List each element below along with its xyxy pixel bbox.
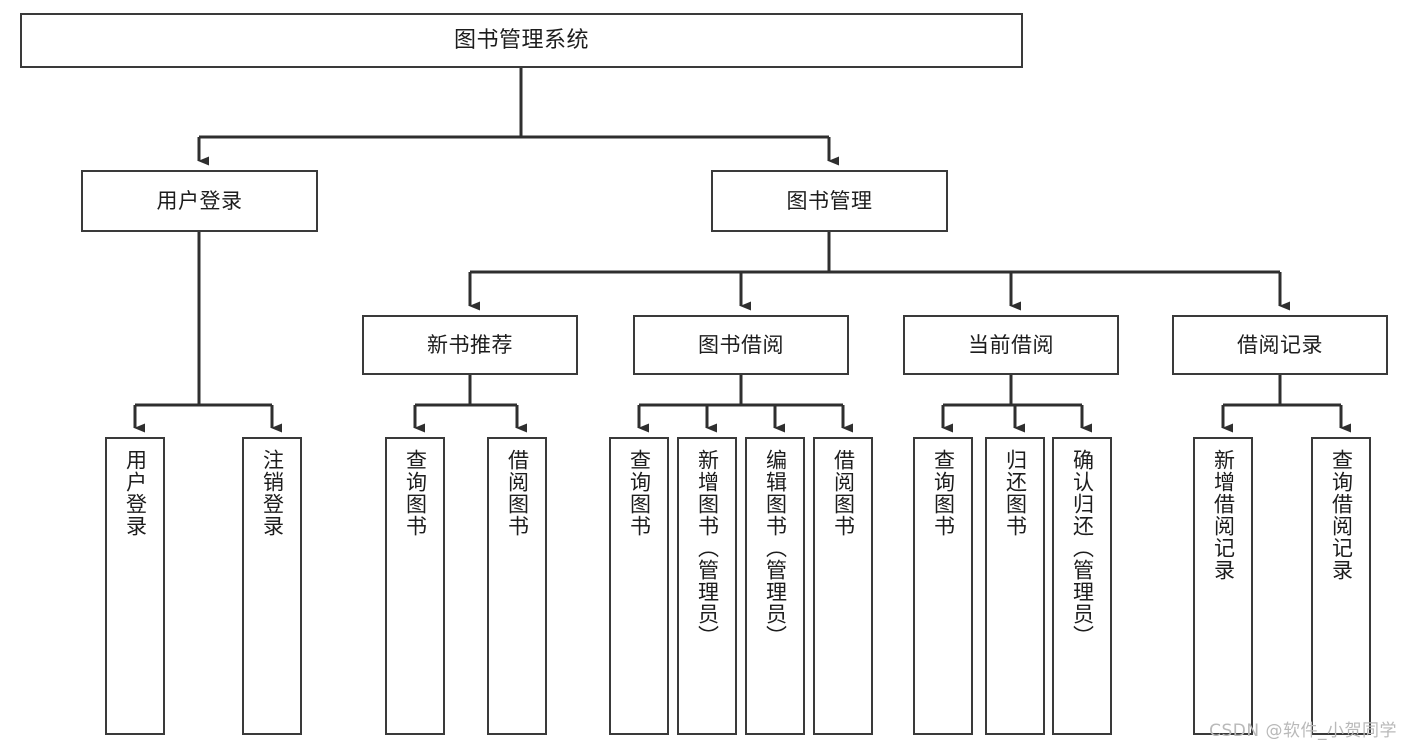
node-label: 图书管理系统	[453, 27, 589, 53]
node-label: 用户登录	[156, 188, 243, 213]
node-label: 图书借阅	[698, 332, 784, 357]
leaf-borrow-books-new[interactable]: 借阅图书	[487, 437, 547, 735]
node-book-management[interactable]: 图书管理	[711, 170, 948, 232]
leaf-logout-login[interactable]: 注销登录	[242, 437, 302, 735]
node-label: 新增图书（管理员）	[695, 449, 720, 647]
node-label: 借阅记录	[1237, 332, 1323, 357]
leaf-borrow-books[interactable]: 借阅图书	[813, 437, 873, 735]
node-label: 查询借阅记录	[1329, 449, 1354, 581]
node-label: 当前借阅	[968, 332, 1054, 357]
node-label: 借阅图书	[831, 449, 856, 537]
node-borrow-records[interactable]: 借阅记录	[1172, 315, 1388, 375]
leaf-add-borrow-record[interactable]: 新增借阅记录	[1193, 437, 1253, 735]
node-label: 新增借阅记录	[1211, 449, 1236, 581]
watermark-text: CSDN @软件_小贺同学	[1209, 721, 1397, 741]
leaf-confirm-return-admin[interactable]: 确认归还（管理员）	[1052, 437, 1112, 735]
leaf-add-book-admin[interactable]: 新增图书（管理员）	[677, 437, 737, 735]
leaf-return-books[interactable]: 归还图书	[985, 437, 1045, 735]
node-label: 借阅图书	[505, 449, 530, 537]
node-label: 新书推荐	[427, 332, 513, 357]
node-label: 注销登录	[260, 449, 285, 537]
node-label: 用户登录	[123, 449, 148, 537]
leaf-query-borrow-record[interactable]: 查询借阅记录	[1311, 437, 1371, 735]
leaf-edit-book-admin[interactable]: 编辑图书（管理员）	[745, 437, 805, 735]
node-label: 查询图书	[931, 449, 956, 537]
node-book-borrow[interactable]: 图书借阅	[633, 315, 849, 375]
node-label: 图书管理	[786, 188, 873, 213]
leaf-query-books-new[interactable]: 查询图书	[385, 437, 445, 735]
leaf-query-books-borrow[interactable]: 查询图书	[609, 437, 669, 735]
node-label: 确认归还（管理员）	[1070, 449, 1095, 647]
node-new-book-recommend[interactable]: 新书推荐	[362, 315, 578, 375]
node-user-login[interactable]: 用户登录	[81, 170, 318, 232]
leaf-user-login[interactable]: 用户登录	[105, 437, 165, 735]
leaf-query-books-current[interactable]: 查询图书	[913, 437, 973, 735]
node-root-system[interactable]: 图书管理系统	[20, 13, 1023, 68]
node-current-borrow[interactable]: 当前借阅	[903, 315, 1119, 375]
node-label: 编辑图书（管理员）	[763, 449, 788, 647]
node-label: 查询图书	[403, 449, 428, 537]
node-label: 查询图书	[627, 449, 652, 537]
node-label: 归还图书	[1003, 449, 1028, 537]
